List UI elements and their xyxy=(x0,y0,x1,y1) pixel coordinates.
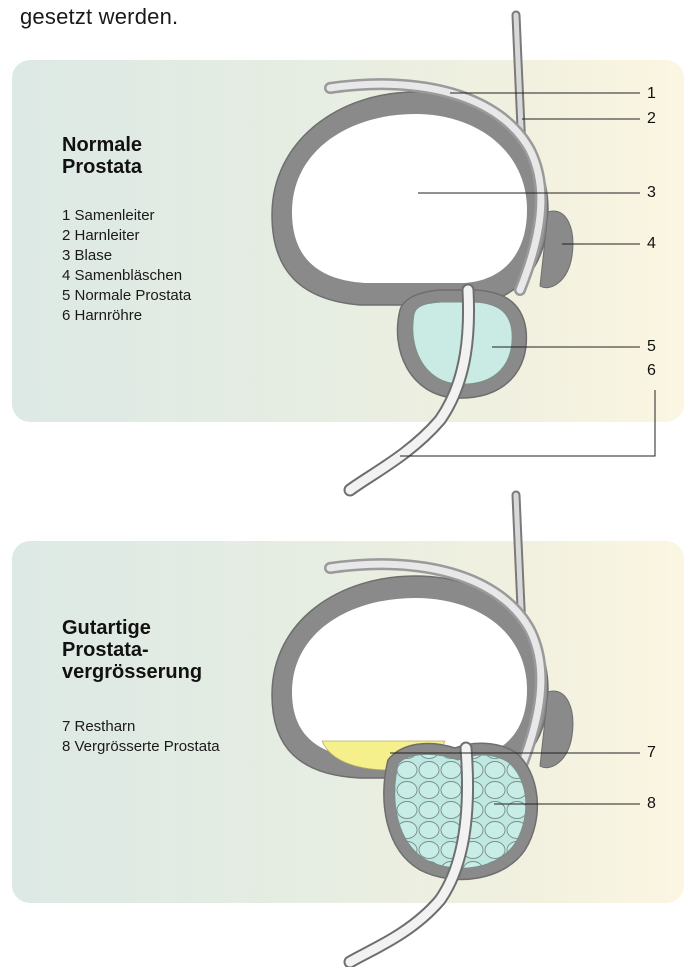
enlarged-anatomy-drawing xyxy=(272,495,640,962)
callout-7: 7 xyxy=(647,744,656,762)
callout-4: 4 xyxy=(647,235,656,253)
callout-1: 1 xyxy=(647,85,656,103)
callout-3: 3 xyxy=(647,184,656,202)
callout-6: 6 xyxy=(647,362,656,380)
callout-8: 8 xyxy=(647,795,656,813)
normal-anatomy-drawing xyxy=(272,15,655,490)
callout-2: 2 xyxy=(647,110,656,128)
callout-5: 5 xyxy=(647,338,656,356)
